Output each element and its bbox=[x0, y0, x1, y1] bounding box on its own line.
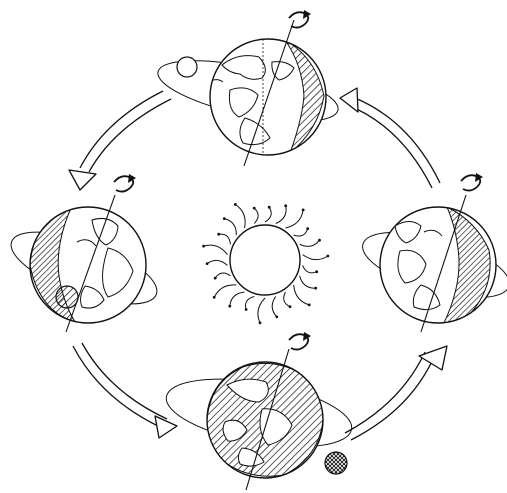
sun-ray-tip bbox=[308, 304, 311, 307]
sun-ray-tip bbox=[228, 305, 231, 308]
orbit-arrow-top-right bbox=[340, 88, 440, 188]
sun-ray bbox=[300, 240, 320, 246]
sun-ray bbox=[230, 292, 245, 306]
orbit-arrow-bottom-left bbox=[73, 343, 177, 438]
sun-ray-tip bbox=[245, 308, 248, 311]
sun-ray bbox=[246, 297, 255, 310]
sun-ray bbox=[207, 260, 227, 265]
sun-ray bbox=[272, 297, 277, 317]
sun-ray bbox=[204, 245, 228, 254]
sun-ray bbox=[219, 234, 231, 244]
sun-ray-tip bbox=[306, 227, 309, 230]
sun-ray bbox=[284, 292, 290, 307]
sun-icon bbox=[202, 203, 329, 324]
sun-ray-tip bbox=[213, 296, 216, 299]
earth-bottom bbox=[161, 332, 357, 490]
sun-ray-tip bbox=[268, 206, 271, 209]
sun-ray-tip bbox=[234, 203, 237, 206]
sun-ray-tip bbox=[206, 262, 209, 265]
earth-left bbox=[3, 174, 165, 332]
sun-ray bbox=[294, 229, 308, 236]
sun-core bbox=[230, 225, 300, 295]
sun-ray bbox=[215, 273, 230, 278]
sun-ray bbox=[265, 207, 271, 222]
sun-ray-tip bbox=[275, 315, 278, 318]
sun-ray bbox=[214, 285, 236, 297]
sun-ray-tip bbox=[284, 204, 287, 207]
earth-top bbox=[153, 10, 343, 166]
sun-ray bbox=[276, 206, 286, 224]
sun-ray-tip bbox=[223, 217, 226, 220]
sun-ray-tip bbox=[202, 245, 205, 248]
sun-ray-tip bbox=[217, 233, 220, 236]
sun-ray bbox=[286, 210, 304, 228]
sun-ray bbox=[224, 219, 236, 236]
sun-ray bbox=[294, 285, 310, 305]
sun-ray bbox=[235, 204, 245, 228]
sun-ray-tip bbox=[314, 287, 317, 290]
sun-ray-tip bbox=[253, 207, 256, 210]
orbit-arrow-bottom-right bbox=[345, 346, 447, 440]
sun-ray bbox=[254, 208, 258, 223]
sun-ray-tip bbox=[315, 270, 318, 273]
sun-ray-tip bbox=[214, 277, 217, 280]
sun-ray-tip bbox=[302, 209, 305, 212]
sun-ray bbox=[303, 265, 317, 273]
sun-ray bbox=[258, 298, 265, 323]
earth-right bbox=[356, 173, 507, 332]
sun-ray-tip bbox=[318, 239, 321, 242]
sun-ray bbox=[303, 255, 328, 260]
sun-ray bbox=[300, 276, 316, 288]
orbit-arrow-top-left bbox=[69, 91, 171, 190]
sun-ray-tip bbox=[259, 321, 262, 324]
sun-ray-tip bbox=[327, 255, 330, 258]
sun-ray-tip bbox=[289, 305, 292, 308]
